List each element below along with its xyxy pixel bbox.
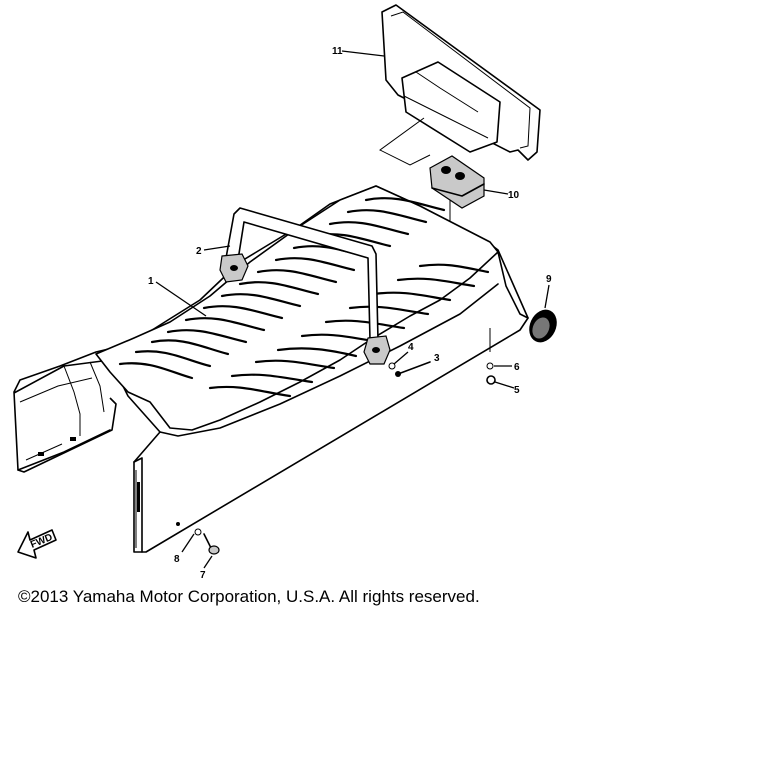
svg-text:3: 3 <box>434 353 440 364</box>
lower-screw <box>203 533 220 555</box>
svg-text:10: 10 <box>508 190 520 201</box>
lower-washer <box>194 528 202 536</box>
callout-1: 1 <box>148 276 207 317</box>
forward-arrow-icon: FWD <box>17 529 57 559</box>
callout-5: 5 <box>494 381 520 396</box>
strap-bolt <box>395 361 431 377</box>
taillight-wire <box>379 117 431 166</box>
svg-text:4: 4 <box>408 342 414 353</box>
callout-6: 6 <box>494 362 520 373</box>
callout-4: 4 <box>393 342 414 365</box>
callout-8: 8 <box>174 533 195 565</box>
callout-3: 3 <box>434 353 440 364</box>
strap-washer <box>388 362 396 370</box>
svg-text:8: 8 <box>174 554 180 565</box>
reflector <box>529 309 557 343</box>
reflector-nut <box>486 375 496 385</box>
taillight-housing <box>381 4 541 161</box>
svg-text:7: 7 <box>200 570 206 581</box>
callout-2: 2 <box>196 245 231 257</box>
svg-text:2: 2 <box>196 246 202 257</box>
seat-assembly <box>13 185 529 553</box>
svg-text:FWD: FWD <box>29 532 54 551</box>
svg-text:9: 9 <box>546 274 552 285</box>
grab-strap <box>219 207 391 365</box>
callout-7: 7 <box>200 555 213 581</box>
svg-text:1: 1 <box>148 276 154 287</box>
svg-text:6: 6 <box>514 362 520 373</box>
callout-9: 9 <box>544 274 552 309</box>
bulb-socket <box>429 155 485 209</box>
copyright-notice: ©2013 Yamaha Motor Corporation, U.S.A. A… <box>18 587 480 606</box>
svg-text:5: 5 <box>514 385 520 396</box>
callout-11: 11 <box>332 46 385 57</box>
callout-10: 10 <box>483 189 520 201</box>
reflector-washer <box>486 362 494 370</box>
svg-text:11: 11 <box>332 46 343 57</box>
seat-pleats <box>118 197 490 398</box>
